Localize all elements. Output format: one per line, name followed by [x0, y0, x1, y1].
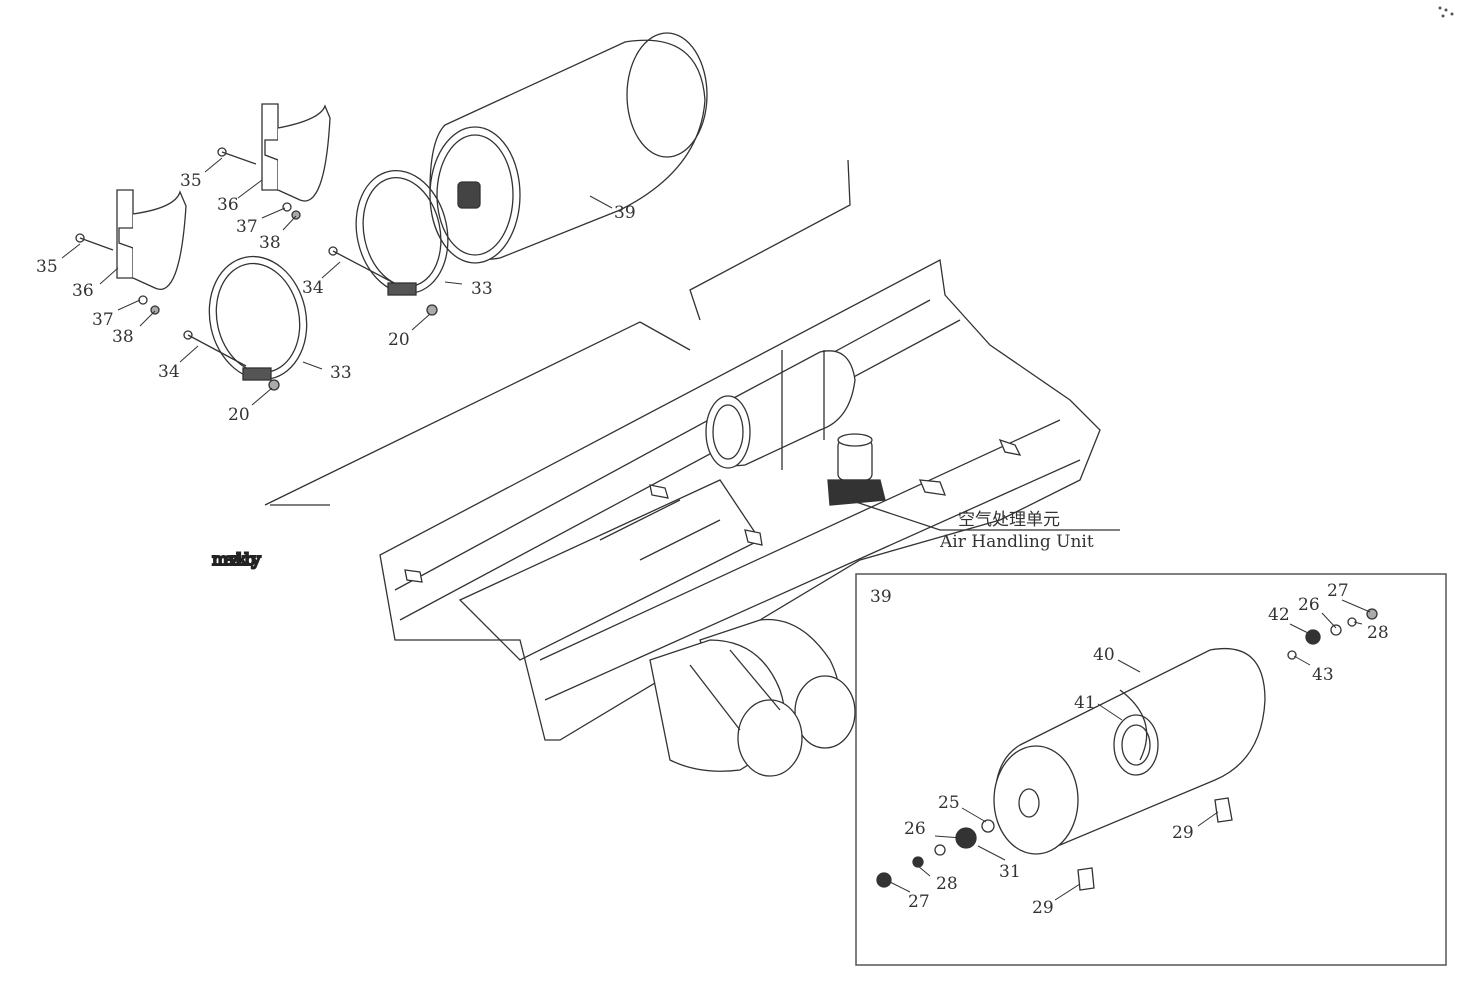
detail-label: 26 [1298, 595, 1320, 615]
vehicle-chassis [264, 159, 1120, 741]
leader-lines [61, 157, 613, 406]
part-label: 34 [302, 278, 324, 298]
unit-caption-en: Air Handling Unit [939, 532, 1094, 552]
detail-label: 27 [908, 892, 930, 912]
part-label: 33 [330, 363, 352, 383]
detail-label: 28 [1367, 623, 1389, 643]
detail-label: 26 [904, 819, 926, 839]
part-label: 37 [236, 217, 258, 237]
bracket-36-lower [116, 189, 187, 290]
detail-leader-lines [889, 599, 1371, 901]
part-label: 35 [36, 257, 58, 277]
part-label: 36 [217, 195, 239, 215]
strap-33-lower [208, 255, 308, 381]
detail-label: 31 [999, 862, 1021, 882]
part-label: 34 [158, 362, 180, 382]
part-label: 35 [180, 171, 202, 191]
part-label: 36 [72, 281, 94, 301]
part-label: 20 [228, 405, 250, 425]
detail-label: 28 [936, 874, 958, 894]
detail-label: 29 [1172, 823, 1194, 843]
detail-label: 29 [1032, 898, 1054, 918]
watermark: mazik.by [212, 550, 261, 570]
part-label: 33 [471, 279, 493, 299]
part-label: 39 [614, 203, 636, 223]
corner-mark [1438, 6, 1454, 18]
twin-air-tanks [649, 618, 856, 777]
detail-label: 41 [1074, 693, 1096, 713]
bracket-36-upper [261, 103, 331, 202]
bolts-and-nuts [75, 147, 438, 391]
detail-label: 25 [938, 793, 960, 813]
unit-caption-cn: 空气处理单元 [958, 510, 1060, 530]
chassis-air-tank [705, 350, 856, 470]
detail-label: 43 [1312, 665, 1334, 685]
part-label: 38 [112, 327, 134, 347]
detail-label: 42 [1268, 605, 1290, 625]
frame-clips [404, 438, 1022, 583]
detail-title: 39 [870, 587, 892, 607]
strap-33-upper [355, 169, 449, 296]
detail-label: 27 [1327, 581, 1349, 601]
detail-label: 40 [1093, 645, 1115, 665]
part-label: 20 [388, 330, 410, 350]
air-handling-unit [827, 433, 886, 506]
detail-tank-40 [993, 648, 1266, 855]
part-label: 38 [259, 233, 281, 253]
air-tank-39 [429, 32, 708, 264]
detail-frame [855, 573, 1447, 966]
part-label: 37 [92, 310, 114, 330]
